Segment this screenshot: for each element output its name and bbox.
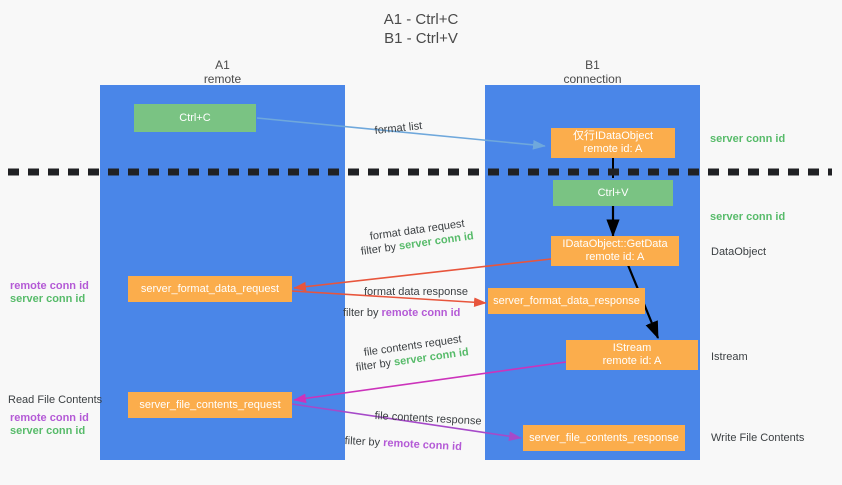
box-server-format-data-request[interactable]: server_format_data_request [128,276,292,302]
box-server-file-contents-response-label: server_file_contents_response [529,431,679,444]
box-ctrl-v-line1: Ctrl+V [597,186,629,199]
box-server-format-data-response[interactable]: server_format_data_response [488,288,645,314]
box-istream-line1: IStream [612,342,652,354]
box-idataobject-getdata-line2: remote id: A [585,251,645,263]
box-idataobject-getdata[interactable]: IDataObject::GetData remote id: A [551,236,679,266]
lane-b1-subtitle: connection [563,72,622,86]
left-label-read-file-contents: Read File Contents [8,394,103,406]
box-idataobject-top-line2: remote id: A [583,143,643,155]
arrow-format-data-response [291,290,487,308]
page-title: A1 - Ctrl+C B1 - Ctrl+V [0,10,842,48]
left-label-server-conn-id-2: server conn id [10,425,86,437]
title-line-1: A1 - Ctrl+C [383,11,459,28]
box-istream-line2: remote id: A [602,355,662,367]
arrow-file-contents-request [293,361,567,404]
box-server-format-data-request-label: server_format_data_request [140,282,280,295]
arrow-file-contents-response [291,403,522,441]
box-server-format-data-response-label: server_format_data_response [493,294,640,307]
right-label-write-file-contents: Write File Contents [711,432,805,444]
lane-header-a1: A1 remote [100,58,345,86]
arrow-format-data-request [293,258,552,292]
title-line-2: B1 - Ctrl+V [384,30,458,47]
filter-value-remote-conn-id-1: remote conn id [381,307,461,319]
box-idataobject-getdata-line1: IDataObject::GetData [562,238,668,250]
left-label-remote-conn-id-2: remote conn id [10,412,89,424]
filter-prefix-4: filter by [344,434,384,449]
lane-header-b1: B1 connection [485,58,700,86]
box-server-file-contents-request-label: server_file_contents_request [139,398,281,411]
box-ctrl-c[interactable]: Ctrl+C [134,104,256,132]
edge-label-format-data-response: format data response [364,285,468,299]
box-ctrl-v[interactable]: Ctrl+V [553,180,673,206]
right-label-istream: Istream [711,351,748,363]
lane-a1-subtitle: remote [203,72,242,86]
box-server-file-contents-request[interactable]: server_file_contents_request [128,392,292,418]
box-idataobject-top[interactable]: 仅行IDataObject remote id: A [551,128,675,158]
right-label-dataobject: DataObject [711,246,767,258]
box-server-file-contents-response[interactable]: server_file_contents_response [523,425,685,451]
right-label-server-conn-id-mid: server conn id [710,211,786,223]
lane-b1-name: B1 [585,58,600,72]
edge-label-format-data-response-filter: filter by remote conn id [343,306,460,320]
left-label-remote-conn-id-1: remote conn id [10,280,89,292]
arrow-format-list [256,117,546,150]
box-ctrl-c-line1: Ctrl+C [179,111,211,124]
box-idataobject-top-line1: 仅行IDataObject [572,130,654,142]
left-label-server-conn-id-1: server conn id [10,293,86,305]
right-label-server-conn-id-top: server conn id [710,133,786,145]
edge-label-format-data-response-text: format data response [364,286,468,298]
box-istream[interactable]: IStream remote id: A [566,340,698,370]
lane-a1-name: A1 [215,58,230,72]
filter-prefix-2: filter by [343,307,382,319]
